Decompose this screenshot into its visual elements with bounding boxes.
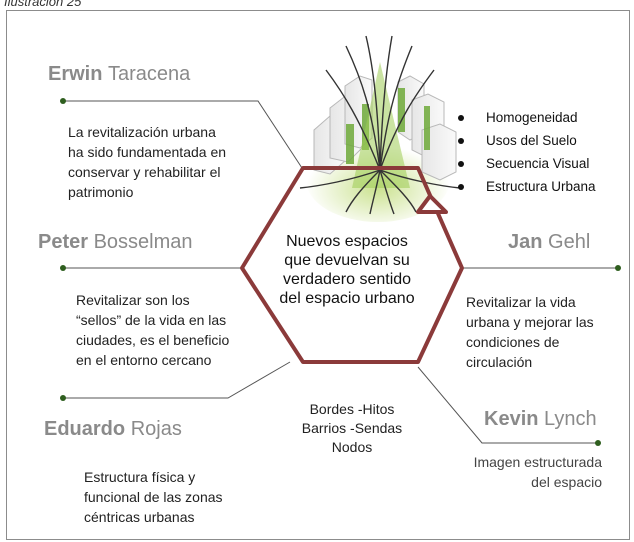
center-text: Nuevos espacios que devuelvan su verdade… (262, 232, 432, 308)
author-name-rojas: Eduardo Rojas (44, 418, 182, 441)
center-text-line: que devuelvan su (284, 252, 410, 269)
radiating-arrows (299, 35, 461, 215)
bullet-dot-icon (458, 161, 464, 167)
green-cone (352, 62, 410, 188)
description-line: Revitalizar son los (76, 292, 190, 308)
description-line: Imagen estructurada (473, 454, 602, 470)
author-last-gehl: Gehl (548, 231, 591, 253)
bullet-item: Usos del Suelo (458, 129, 596, 152)
author-name-lynch: Kevin Lynch (484, 408, 597, 431)
description-line: conservar y rehabilitar el (68, 164, 221, 180)
author-last-rojas: Rojas (130, 418, 182, 440)
connector-dots (60, 98, 621, 446)
description-line: del espacio (531, 474, 602, 490)
connector-lines (63, 100, 618, 444)
author-first-lynch: Kevin (484, 408, 539, 430)
description-line: patrimonio (68, 184, 134, 200)
bullet-item: Secuencia Visual (458, 152, 596, 175)
description-line: condiciones de (466, 334, 560, 350)
connector-rojas (63, 361, 291, 399)
description-line: céntricas urbanas (84, 509, 195, 525)
lynch-element-line: Barrios -Sendas (301, 420, 403, 436)
author-last-bosselman: Bosselman (93, 231, 193, 253)
bullet-dot-icon (458, 115, 464, 121)
author-first-taracena: Erwin (48, 63, 103, 85)
dot-gehl (615, 265, 621, 271)
description-line: Estructura física y (84, 469, 196, 485)
lynch-element-line: Bordes -Hitos (309, 401, 395, 417)
description-taracena: La revitalización urbana ha sido fundame… (68, 122, 226, 202)
description-line: en el entorno cercano (76, 352, 212, 368)
description-line: Revitalizar la vida (466, 294, 576, 310)
lynch-element-line: Nodos (331, 439, 373, 455)
green-facades (346, 88, 430, 164)
bullet-list: Homogeneidad Usos del Suelo Secuencia Vi… (458, 106, 596, 198)
description-line: funcional de las zonas (84, 489, 223, 505)
urban-illustration (299, 35, 461, 222)
diagram-frame (6, 10, 630, 540)
author-last-taracena: Taracena (108, 63, 191, 85)
dot-lynch (595, 440, 601, 446)
description-line: ciudades, es el beneficio (76, 332, 230, 348)
author-first-gehl: Jan (508, 231, 543, 253)
center-text-line: verdadero sentido (282, 271, 412, 288)
dot-rojas (60, 395, 66, 401)
bullet-item: Homogeneidad (458, 106, 596, 129)
center-text-line: Nuevos espacios (286, 233, 408, 250)
description-lynch: Imagen estructurada del espacio (448, 452, 602, 492)
connector-taracena (63, 100, 303, 169)
center-hexagon (240, 166, 464, 364)
hexagon-arrowhead (416, 194, 448, 214)
description-line: “sellos” de la vida en las (76, 312, 227, 328)
bullet-dot-icon (458, 138, 464, 144)
description-rojas: Estructura física y funcional de las zon… (84, 467, 223, 527)
description-line: urbana y mejorar las (466, 314, 594, 330)
author-name-gehl: Jan Gehl (508, 231, 590, 254)
author-first-bosselman: Peter (38, 231, 89, 253)
center-text-line: del espacio urbano (279, 290, 415, 307)
description-line: La revitalización urbana (68, 124, 216, 140)
dot-bosselman (60, 265, 66, 271)
lynch-elements: Bordes -Hitos Barrios -Sendas Nodos (282, 400, 422, 457)
bullet-item: Estructura Urbana (458, 175, 596, 198)
description-line: ha sido fundamentada en (68, 144, 227, 160)
author-last-lynch: Lynch (544, 408, 597, 430)
author-first-rojas: Eduardo (44, 418, 126, 440)
author-name-taracena: Erwin Taracena (48, 63, 190, 86)
dot-taracena (60, 98, 66, 104)
description-bosselman: Revitalizar son los “sellos” de la vida … (76, 290, 229, 370)
description-gehl: Revitalizar la vida urbana y mejorar las… (466, 292, 594, 372)
bullet-dot-icon (458, 184, 464, 190)
connector-lynch (417, 366, 598, 444)
description-line: circulación (466, 354, 533, 370)
figure-caption: Ilustración 25 (4, 0, 82, 9)
author-name-bosselman: Peter Bosselman (38, 231, 193, 254)
